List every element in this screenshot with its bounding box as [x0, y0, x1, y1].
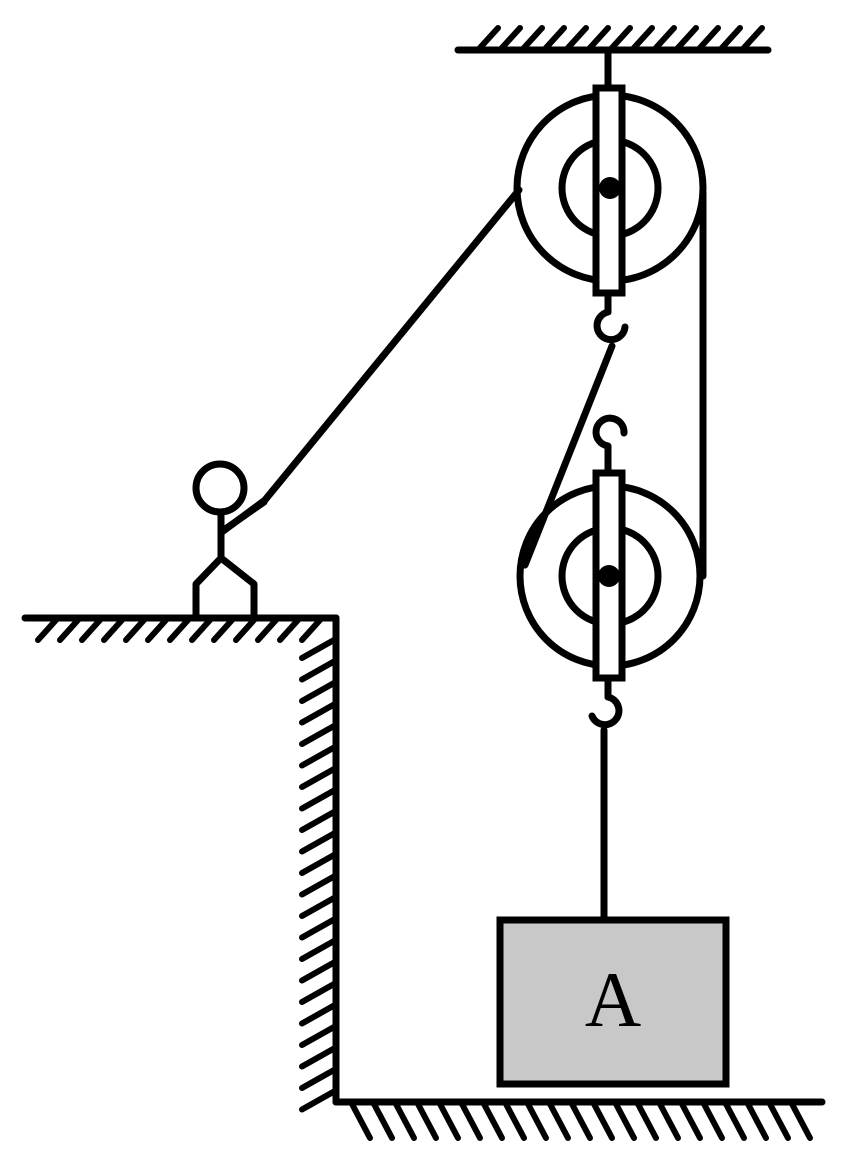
hatch-mark [299, 809, 337, 833]
person-legs [192, 554, 258, 622]
hatch-mark [607, 25, 633, 53]
cliff-wall-hatch [299, 637, 337, 1113]
hatch-mark [299, 1088, 337, 1113]
hatch-mark [299, 1067, 337, 1091]
hatch-mark [299, 1002, 337, 1027]
hatch-mark [563, 25, 589, 53]
hatch-mark [745, 1101, 769, 1141]
hatch-mark [371, 1101, 395, 1141]
hatch-mark [189, 617, 213, 643]
movable-pulley-axle [598, 565, 620, 587]
block-a: A [496, 916, 730, 1088]
hatch-mark [585, 25, 611, 53]
hatch-mark [679, 1101, 703, 1141]
hatch-mark [701, 1101, 725, 1141]
ceiling-hatch [475, 25, 765, 53]
fixed-pulley-axle [599, 177, 621, 199]
hatch-mark [299, 787, 337, 812]
hatch-mark [299, 895, 337, 919]
person-figure [192, 460, 268, 622]
hatch-mark [299, 830, 337, 855]
hatch-mark [695, 25, 721, 53]
hatch-mark [299, 701, 337, 726]
hatch-mark [299, 981, 337, 1005]
hatch-mark [57, 617, 81, 643]
hatch-mark [459, 1101, 483, 1141]
rope-hook-to-movable [521, 342, 616, 569]
fixed-pulley [513, 46, 707, 344]
ropes [218, 186, 707, 922]
cliff-top-hatch [35, 617, 323, 643]
hatch-mark [101, 617, 125, 643]
hatch-mark [299, 959, 337, 984]
hatch-mark [547, 1101, 571, 1141]
hatch-mark [79, 617, 103, 643]
movable-pulley [516, 414, 704, 729]
cliff-top-ground [21, 614, 340, 643]
person-head [192, 460, 248, 516]
hatch-mark [723, 1101, 747, 1141]
hatch-mark [299, 637, 337, 661]
hatch-mark [299, 1045, 337, 1070]
hatch-mark [299, 744, 337, 769]
hatch-mark [211, 617, 235, 643]
hatch-mark [789, 1101, 813, 1141]
hatch-mark [475, 25, 501, 53]
movable-pulley-top-hook [592, 414, 628, 477]
hatch-mark [717, 25, 743, 53]
movable-pulley-bottom-hook [588, 674, 623, 729]
hatch-mark [569, 1101, 593, 1141]
hatch-mark [299, 1024, 337, 1048]
cliff-wall [299, 614, 340, 1113]
hatch-mark [255, 617, 279, 643]
hatch-mark [415, 1101, 439, 1141]
hatch-mark [299, 938, 337, 962]
hatch-mark [145, 617, 169, 643]
hatch-mark [481, 1101, 505, 1141]
lower-ground-hatch [349, 1101, 813, 1141]
rope-to-person [218, 186, 523, 536]
hatch-mark [299, 723, 337, 747]
hatch-mark [613, 1101, 637, 1141]
hatch-mark [525, 1101, 549, 1141]
hatch-mark [299, 852, 337, 876]
hatch-mark [635, 1101, 659, 1141]
hatch-mark [591, 1101, 615, 1141]
hatch-mark [437, 1101, 461, 1141]
lower-ground [332, 1098, 826, 1141]
hatch-mark [299, 658, 337, 683]
hatch-mark [299, 617, 323, 643]
hatch-mark [629, 25, 655, 53]
hatch-mark [651, 25, 677, 53]
hatch-mark [519, 25, 545, 53]
hatch-mark [657, 1101, 681, 1141]
hatch-mark [673, 25, 699, 53]
hatch-mark [541, 25, 567, 53]
hatch-mark [349, 1101, 373, 1141]
hatch-mark [233, 617, 257, 643]
hatch-mark [167, 617, 191, 643]
hatch-mark [739, 25, 765, 53]
block-a-body [496, 916, 730, 1088]
hatch-mark [393, 1101, 417, 1141]
hatch-mark [497, 25, 523, 53]
hatch-mark [299, 916, 337, 941]
hatch-mark [503, 1101, 527, 1141]
ceiling [454, 25, 772, 54]
hatch-mark [277, 617, 301, 643]
block-a-label: A [585, 956, 641, 1043]
hatch-mark [299, 766, 337, 790]
hatch-mark [35, 617, 59, 643]
hatch-mark [767, 1101, 791, 1141]
hatch-mark [123, 617, 147, 643]
fixed-pulley-hook [593, 289, 629, 344]
hatch-mark [299, 680, 337, 704]
person-arm [217, 498, 268, 536]
hatch-mark [299, 873, 337, 898]
